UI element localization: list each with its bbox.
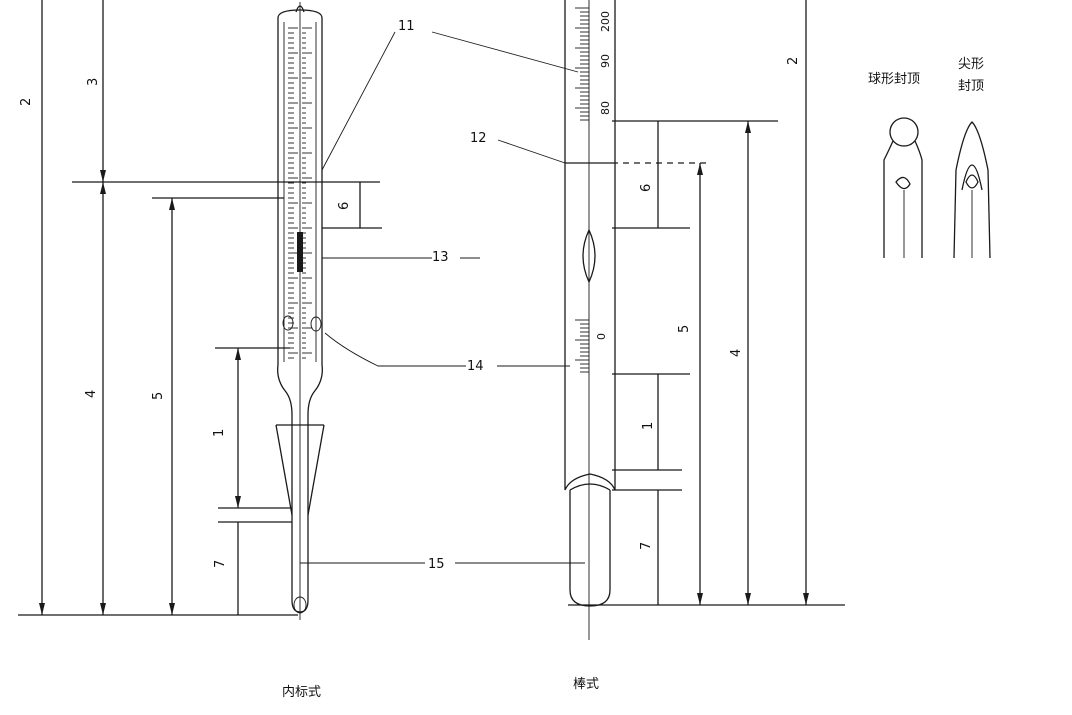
right-dim-2: 2 [786, 57, 801, 65]
left-dim-4: 4 [84, 390, 99, 398]
pointed-top-seal [953, 121, 991, 259]
callout-15: 15 [428, 557, 445, 572]
left-dimension-lines [18, 0, 382, 616]
mid-callout-leaders [431, 31, 579, 367]
left-dim-2: 2 [19, 98, 34, 106]
scale-label-90: 90 [599, 54, 612, 68]
label-ball-top: 球形封顶 [868, 72, 920, 87]
right-dim-6: 6 [639, 184, 654, 192]
label-pointed-top-1: 尖形 [958, 57, 984, 72]
right-dimension-lines [565, 0, 845, 606]
ball-top-seal [883, 117, 923, 258]
right-dim-4: 4 [729, 349, 744, 357]
right-dim-5: 5 [677, 325, 692, 333]
right-dim-7: 7 [639, 542, 654, 550]
left-dim-6: 6 [337, 202, 352, 210]
inner-scale-thermometer [275, 2, 325, 620]
caption-rod-type: 棒式 [573, 677, 599, 692]
left-callout-leaders [300, 31, 585, 564]
scale-label-0: 0 [595, 333, 608, 340]
label-pointed-top-2: 封顶 [958, 79, 984, 94]
scale-label-80: 80 [599, 101, 612, 115]
left-dim-3: 3 [86, 78, 101, 86]
rod-type-thermometer [564, 0, 616, 640]
left-dim-5: 5 [151, 392, 166, 400]
left-dim-1: 1 [212, 429, 227, 437]
callout-11: 11 [398, 19, 415, 34]
scale-label-200: 200 [599, 11, 612, 32]
callout-13: 13 [432, 250, 449, 265]
right-dim-1: 1 [641, 422, 656, 430]
callout-12: 12 [470, 131, 487, 146]
caption-inner-scale: 内标式 [282, 684, 321, 700]
left-dim-7: 7 [213, 560, 228, 568]
callout-14: 14 [467, 359, 484, 374]
